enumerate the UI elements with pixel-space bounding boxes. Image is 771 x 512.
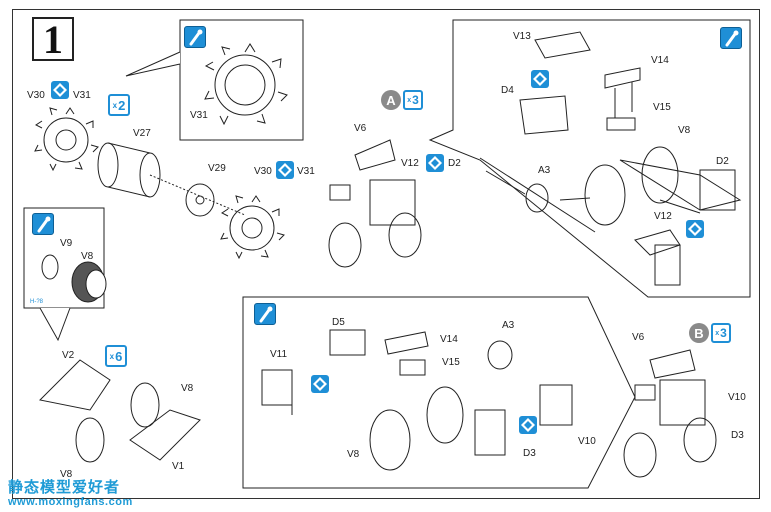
part-label: V31 [73, 90, 91, 101]
option-part-icon [276, 161, 294, 179]
part-label: D3 [731, 430, 744, 441]
part-label: V30 [254, 166, 272, 177]
watermark-url: www.moxingfans.com [8, 496, 133, 508]
part-label: V12 [654, 211, 672, 222]
part-label: V8 [347, 449, 360, 460]
part-label: V10 [578, 436, 596, 447]
part-label: V14 [651, 55, 669, 66]
sprocket-right [220, 195, 285, 260]
part-label: V2 [62, 350, 75, 361]
part-label: V31 [190, 110, 208, 121]
hub-v29 [185, 183, 215, 217]
subassembly-letter: B [689, 323, 709, 343]
part-label: V27 [133, 128, 151, 139]
watermark: 静态模型爱好者 www.moxingfans.com [8, 476, 133, 508]
option-part-icon [311, 375, 329, 393]
option-part-icon [51, 81, 69, 99]
subassembly-letter: A [381, 90, 401, 110]
part-label: V12 [401, 158, 419, 169]
glue-icon [720, 27, 742, 49]
part-label: D2 [448, 158, 461, 169]
suspension-bottom-left [38, 359, 201, 463]
part-label: V15 [442, 357, 460, 368]
part-label: V8 [81, 251, 94, 262]
part-label: V31 [297, 166, 315, 177]
part-label: V1 [172, 461, 185, 472]
part-label: V13 [513, 31, 531, 42]
part-label: V14 [440, 334, 458, 345]
sprocket-left [34, 107, 99, 172]
watermark-title: 静态模型爱好者 [8, 479, 121, 496]
wheel-small [41, 254, 107, 303]
sprocket-callout [204, 43, 288, 126]
glue-icon [32, 213, 54, 235]
part-label: D3 [523, 448, 536, 459]
part-label: V9 [60, 238, 73, 249]
part-label: V8 [181, 383, 194, 394]
part-label: D2 [716, 156, 729, 167]
part-label: V11 [270, 349, 288, 360]
part-label: V6 [354, 123, 367, 134]
part-label: A3 [502, 320, 515, 331]
option-part-icon [531, 70, 549, 88]
part-label: V29 [208, 163, 226, 174]
part-label: V15 [653, 102, 671, 113]
part-label: V8 [60, 469, 73, 480]
panel-middle [242, 296, 636, 489]
part-label: V30 [27, 90, 45, 101]
glue-icon [184, 26, 206, 48]
part-label: D5 [332, 317, 345, 328]
assembly-a [328, 139, 422, 268]
assembly-b [623, 349, 717, 478]
part-label: V10 [728, 392, 746, 403]
assembly-top-right [519, 31, 742, 286]
panel-top-right [428, 19, 751, 298]
part-label: D4 [501, 85, 514, 96]
part-label: A3 [538, 165, 551, 176]
part-label: V6 [632, 332, 645, 343]
callout-box-sprocket [179, 19, 304, 141]
option-part-icon [686, 220, 704, 238]
part-reference-tag: H-?8 [30, 299, 44, 305]
assembly-middle [261, 329, 573, 471]
step-number: 1 [32, 17, 74, 62]
option-part-icon [519, 416, 537, 434]
part-label: V8 [678, 125, 691, 136]
glue-icon [254, 303, 276, 325]
drum-v27 [97, 142, 161, 198]
option-part-icon [426, 154, 444, 172]
